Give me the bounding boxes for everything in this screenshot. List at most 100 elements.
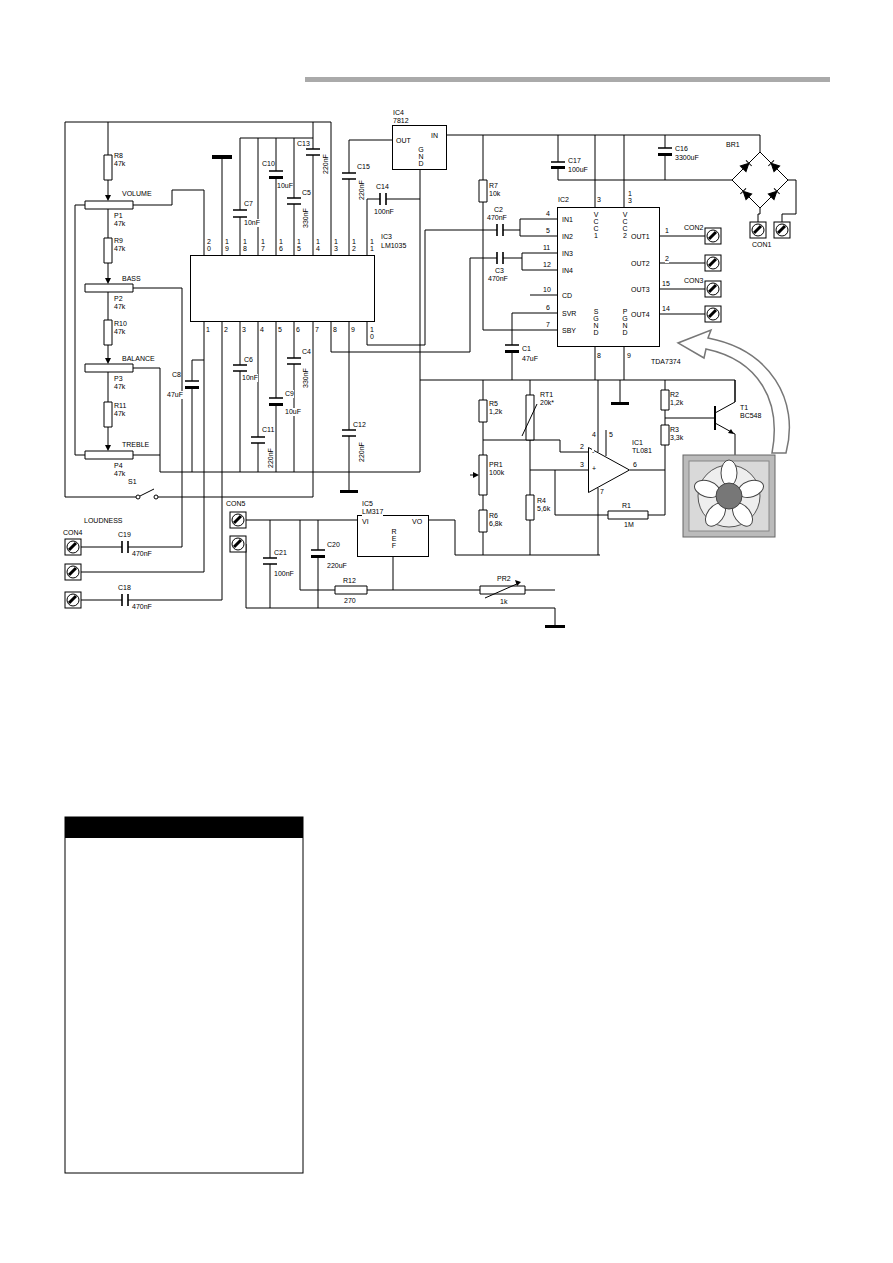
component-label: CON3 (684, 277, 703, 285)
component-label: 1k (500, 598, 507, 606)
diode-symbol (768, 160, 779, 171)
component-label: R5 (489, 400, 498, 408)
component-label: 100nF (374, 208, 394, 216)
component-label: R2 (670, 391, 679, 399)
variable-resistor-marks (485, 404, 537, 598)
component-label: 10nF (242, 374, 258, 382)
component-label: 4 (546, 210, 550, 218)
component-label: 17 (260, 238, 266, 252)
component-label: 100uF (568, 166, 588, 174)
component-label: C11 (262, 426, 274, 434)
component-label: 9 (351, 326, 355, 334)
component-label: PR1 (489, 461, 503, 469)
component-label: R12 (343, 577, 356, 585)
component-label: RT1 (540, 391, 553, 399)
component-label: C17 (568, 157, 581, 165)
component-label: 10k (489, 190, 500, 198)
component-label: C3 (495, 267, 504, 275)
component-label: BR1 (726, 141, 740, 149)
curved-arrow (678, 330, 789, 453)
component-label: 10nF (244, 219, 260, 227)
ic-box: IC2TDA7374IN1IN2IN3IN4CDSVRSBYVCC1VCC2SG… (557, 207, 660, 347)
component-label: 14 (315, 238, 321, 252)
arrow-heads (105, 195, 734, 586)
component-label: 47k (114, 160, 125, 168)
component-label: 3 (242, 326, 246, 334)
component-label: C20 (327, 541, 340, 549)
component-label: 330nF (302, 208, 310, 228)
ic-text: IC4 (393, 109, 404, 117)
ic-text: REF (391, 528, 397, 549)
component-label: 47k (114, 303, 125, 311)
component-label: C15 (357, 163, 370, 171)
component-label: 16 (278, 238, 284, 252)
component-label: 10uF (285, 408, 301, 416)
ic-text: IC3 (381, 233, 392, 241)
component-label: 7 (315, 326, 319, 334)
component-label: C14 (376, 183, 389, 191)
component-label: 10 (369, 326, 375, 340)
component-label: R7 (489, 182, 498, 190)
component-label: 12 (351, 238, 357, 252)
ic-text: LM1035 (381, 242, 406, 250)
component-label: C18 (118, 584, 131, 592)
ic-text: + (592, 465, 596, 473)
component-label: 270 (344, 597, 356, 605)
component-label: 9 (627, 352, 631, 360)
component-label: C7 (244, 200, 253, 208)
fan-blade (721, 460, 737, 486)
component-label: C9 (285, 390, 294, 398)
component-label: 13 (627, 190, 633, 204)
opamp-symbol: IC1TL081-+ (588, 447, 630, 493)
component-label: CON5 (226, 500, 245, 508)
screw-terminal (705, 255, 721, 271)
component-label: 5 (609, 431, 613, 439)
component-label: 4 (592, 431, 596, 439)
component-label: C12 (353, 421, 366, 429)
ic-text: LM317 (362, 508, 383, 516)
component-label: 2 (665, 255, 669, 263)
component-label: 330nF (302, 368, 310, 388)
component-label: 1M (624, 521, 634, 529)
component-label: 7 (546, 321, 550, 329)
screw-terminal (705, 281, 721, 297)
component-label: 1 (665, 227, 669, 235)
component-label: 5 (278, 326, 282, 334)
ic-text: IC1 (632, 439, 643, 447)
component-label: R9 (114, 237, 123, 245)
ic-box: IC3LM1035 (190, 255, 375, 322)
component-label: TREBLE (122, 441, 149, 449)
component-label: 3 (597, 196, 601, 204)
component-label: 47k (114, 245, 125, 253)
ic-text: OUT2 (631, 260, 650, 268)
screw-terminal (65, 592, 81, 608)
component-label: CON2 (684, 224, 703, 232)
ic-text: TDA7374 (651, 358, 681, 366)
ic-text: OUT3 (631, 286, 650, 294)
side-box (65, 817, 303, 1173)
ic-text: SVR (562, 310, 576, 318)
fan-frame (683, 455, 775, 537)
electrolytic-plates (185, 153, 672, 558)
ic-box: IC47812OUTINGND (392, 125, 447, 170)
component-label: S1 (128, 478, 137, 486)
ic-text: OUT (396, 137, 411, 145)
ic-text: IN (431, 132, 438, 140)
component-label: BC548 (740, 412, 761, 420)
component-label: 2 (224, 326, 228, 334)
component-label: 470nF (132, 603, 152, 611)
component-label: C10 (262, 160, 275, 168)
component-label: 3,3k (670, 434, 683, 442)
diode-symbol (740, 160, 751, 171)
ic-text: VCC1 (593, 211, 599, 239)
screw-terminal (230, 512, 246, 528)
component-label: 6 (296, 326, 300, 334)
component-label: 7 (600, 488, 604, 496)
ic-text: OUT1 (631, 233, 650, 241)
component-label: C6 (244, 356, 253, 364)
ic-text: CD (562, 292, 572, 300)
component-label: C8 (172, 371, 181, 379)
component-label: 12 (543, 261, 551, 269)
ic-text: IN4 (562, 267, 573, 275)
component-label: R10 (114, 320, 127, 328)
